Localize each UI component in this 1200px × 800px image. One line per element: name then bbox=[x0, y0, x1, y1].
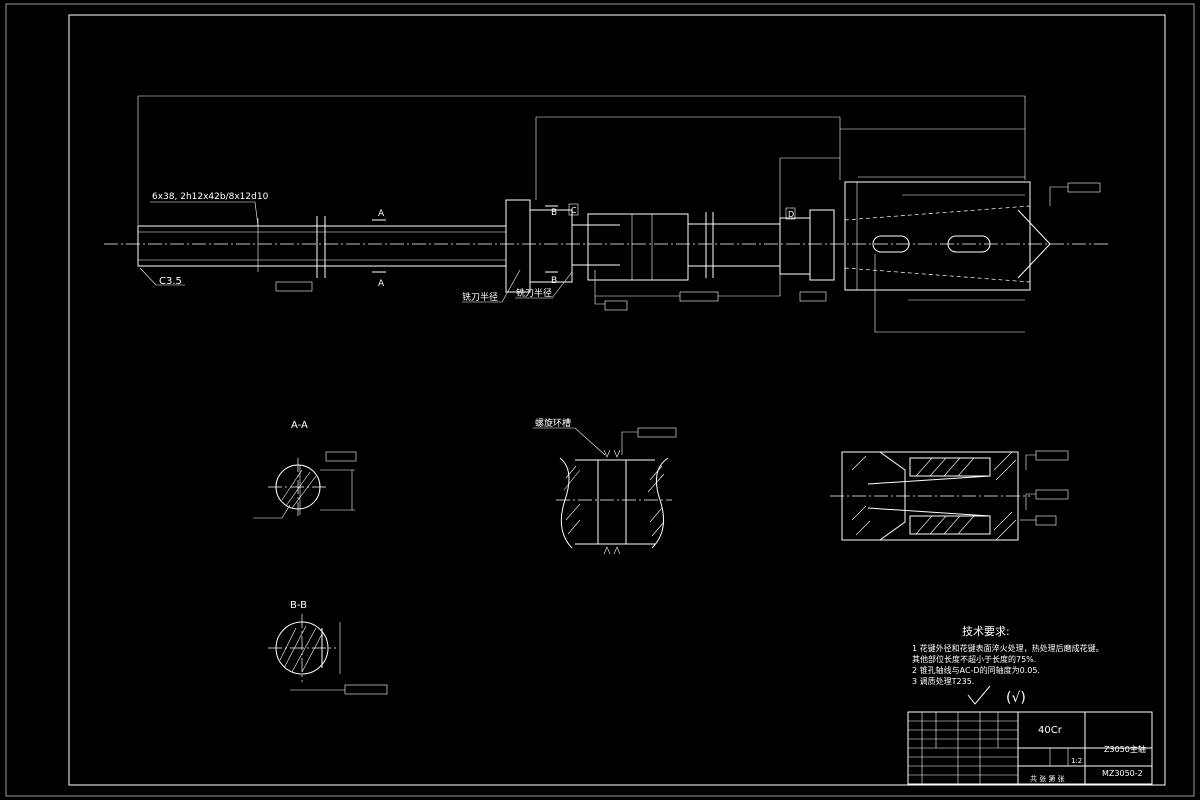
section-aa-title: A-A bbox=[291, 420, 308, 431]
technical-requirements: 技术要求: 1 花键外径和花键表面淬火处理，热处理后磨成花键。 其他部位长度不超… bbox=[912, 625, 1104, 706]
undercut-label-right: 铣刀半径 bbox=[516, 287, 552, 299]
tolerance-frame-3 bbox=[604, 300, 628, 311]
section-b-mark-top: B bbox=[551, 208, 557, 218]
outer-border bbox=[5, 3, 1195, 797]
tech-req-item-2: 其他部位长度不超小于长度的75%. bbox=[912, 654, 1036, 664]
thread-tolerance-frame bbox=[637, 427, 677, 438]
tech-req-item-3: 2 锥孔轴线与AC-D的同轴度为0.05. bbox=[912, 665, 1040, 675]
spindle-head bbox=[844, 181, 1031, 291]
tolerance-frame-4 bbox=[799, 291, 827, 302]
title-block: 40Cr Z3050主轴 MZ3050-2 1:2 共 张 第 张 bbox=[907, 711, 1153, 785]
bore-tolerance-frame-1 bbox=[1035, 450, 1069, 461]
main-view: 6x38, 2h12x42b/8x12d10 C3.5 A A B B C D … bbox=[104, 95, 1110, 333]
sheet-info: 共 张 第 张 bbox=[1030, 774, 1065, 783]
section-bb-title: B-B bbox=[290, 600, 307, 611]
section-a-mark-bottom: A bbox=[378, 279, 385, 289]
tech-req-item-1: 1 花键外径和花键表面淬火处理，热处理后磨成花键。 bbox=[912, 643, 1104, 653]
chamfer-note: C3.5 bbox=[159, 276, 182, 287]
journal-segment-3 bbox=[779, 217, 811, 275]
bb-tolerance-frame bbox=[344, 684, 388, 695]
journal-segment-1 bbox=[505, 199, 531, 293]
spline-note: 6x38, 2h12x42b/8x12d10 bbox=[152, 192, 269, 202]
scale-value: 1:2 bbox=[1071, 757, 1082, 765]
spline-leader bbox=[150, 201, 259, 227]
taper-bore bbox=[844, 205, 1031, 283]
drift-slot-2 bbox=[947, 235, 991, 253]
roughness-note: (√) bbox=[1006, 690, 1026, 706]
section-bb: B-B bbox=[268, 600, 388, 695]
thread-detail: 螺旋环槽 bbox=[533, 417, 677, 555]
roughness-symbol bbox=[967, 685, 991, 705]
tolerance-frame-5 bbox=[1067, 182, 1101, 193]
tolerance-frame-1 bbox=[275, 281, 313, 292]
inner-frame bbox=[68, 14, 1166, 786]
datum-d: D bbox=[788, 210, 794, 219]
section-a-mark-top: A bbox=[378, 209, 385, 219]
section-aa: A-A bbox=[253, 420, 357, 519]
tech-req-item-4: 3 调质处理T235. bbox=[912, 676, 974, 686]
bore-detail bbox=[830, 450, 1069, 541]
part-name: Z3050主轴 bbox=[1104, 744, 1146, 754]
aa-tolerance-frame bbox=[325, 451, 357, 462]
material: 40Cr bbox=[1038, 725, 1063, 736]
thread-detail-label: 螺旋环槽 bbox=[535, 417, 571, 429]
datum-c: C bbox=[571, 206, 577, 215]
section-b-mark-bottom: B bbox=[551, 276, 557, 286]
tech-req-title: 技术要求: bbox=[962, 625, 1010, 638]
bore-tolerance-frame-3 bbox=[1035, 515, 1057, 526]
drawing-number: MZ3050-2 bbox=[1102, 769, 1143, 778]
undercut-label-left: 铣刀半径 bbox=[462, 291, 498, 303]
tolerance-frame-2 bbox=[679, 291, 719, 302]
bore-tolerance-frame-2 bbox=[1035, 489, 1069, 500]
drift-slot-1 bbox=[872, 235, 910, 253]
journal-segment-2 bbox=[587, 213, 689, 281]
